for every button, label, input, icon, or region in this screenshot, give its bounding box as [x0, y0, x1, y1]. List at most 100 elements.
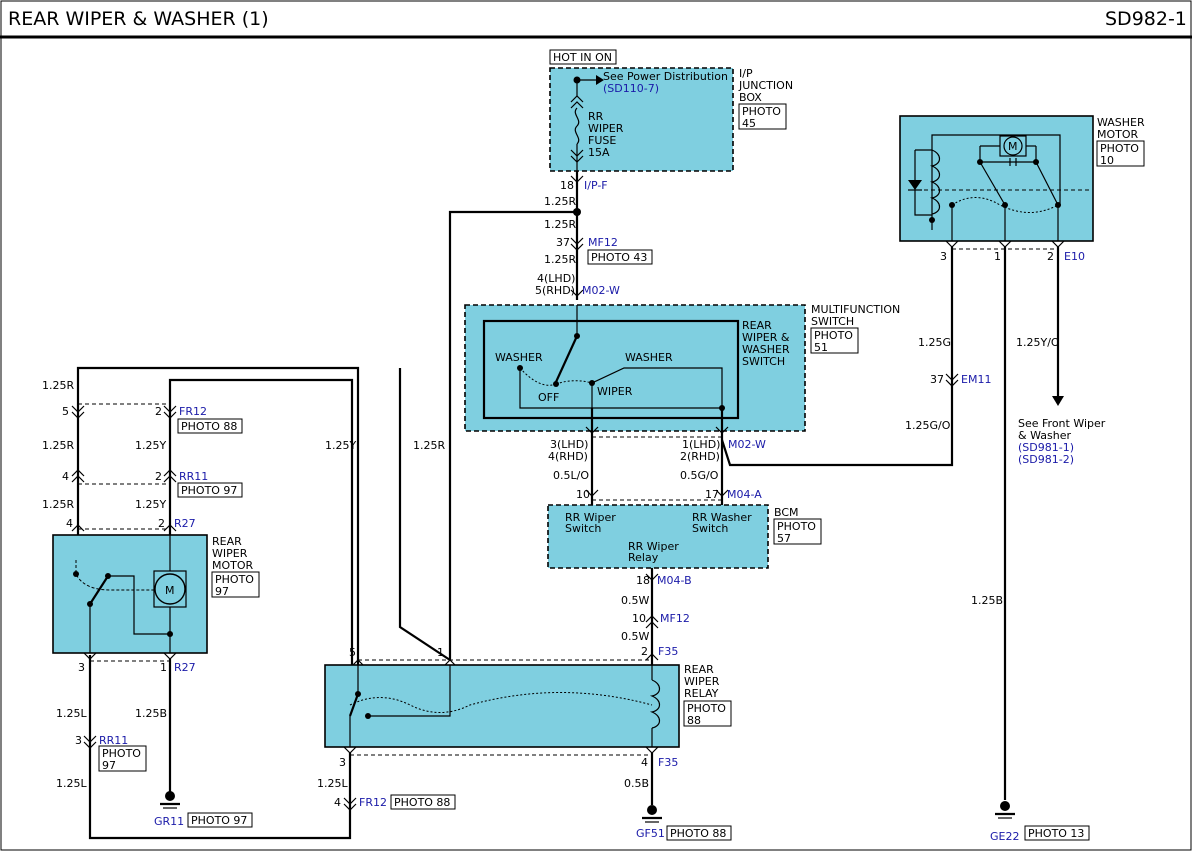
- hot-in-on-label: HOT IN ON: [553, 51, 612, 64]
- svg-text:0.5G/O: 0.5G/O: [680, 469, 719, 482]
- svg-text:3: 3: [78, 661, 85, 674]
- ground-gf51-icon: [642, 805, 662, 823]
- connector-m04-a[interactable]: M04-A: [727, 488, 762, 501]
- hot-in-on-box: [549, 49, 617, 65]
- svg-text:3(LHD): 3(LHD): [550, 438, 588, 451]
- svg-text:0.5L/O: 0.5L/O: [553, 469, 589, 482]
- svg-text:10: 10: [1100, 154, 1114, 167]
- svg-text:PHOTO 88: PHOTO 88: [181, 420, 237, 433]
- fuse-label-wiper: WIPER: [588, 122, 624, 135]
- svg-text:10: 10: [632, 612, 646, 625]
- jbox-photo-l1: PHOTO: [742, 105, 781, 118]
- connector-m02-w-bottom[interactable]: M02-W: [728, 438, 766, 451]
- ip-junction-box: HOT IN ON See Power Distribution (SD110-…: [549, 49, 793, 172]
- svg-text:1.25G: 1.25G: [918, 336, 951, 349]
- svg-text:& Washer: & Washer: [1018, 429, 1071, 442]
- connector-fr12-upper[interactable]: FR12: [179, 405, 207, 418]
- svg-text:WASHER: WASHER: [1097, 116, 1145, 129]
- connector-ip-f[interactable]: I/P-F: [584, 179, 608, 192]
- sd110-7-ref[interactable]: (SD110-7): [603, 82, 659, 95]
- jbox-label-ip: I/P: [739, 67, 753, 80]
- relay-coil-icon: [649, 679, 661, 729]
- svg-text:18: 18: [636, 574, 650, 587]
- rear-wiper-motor: M REAR WIPER MOTOR PHOTO 97 3 1 R27: [52, 534, 260, 674]
- svg-text:4: 4: [334, 796, 341, 809]
- rear-motor-icon: [154, 573, 186, 605]
- svg-text:3: 3: [75, 734, 82, 747]
- multifunction-switch: WASHER WASHER OFF WIPER REAR WIPER & WAS…: [464, 303, 900, 432]
- relay-contact: [348, 693, 360, 717]
- svg-text:WIPER: WIPER: [684, 675, 720, 688]
- svg-text:SWITCH: SWITCH: [811, 315, 854, 328]
- sd981-2-ref[interactable]: (SD981-2): [1018, 453, 1074, 466]
- svg-text:M: M: [1008, 140, 1018, 153]
- svg-text:4(RHD): 4(RHD): [548, 450, 588, 463]
- svg-text:1.25Y: 1.25Y: [135, 498, 166, 511]
- svg-text:PHOTO: PHOTO: [814, 329, 853, 342]
- ground-gr11[interactable]: GR11: [154, 815, 184, 828]
- switch-pos-washer-right: WASHER: [625, 351, 673, 364]
- connector-m02-w-top[interactable]: M02-W: [582, 284, 620, 297]
- ground-ge22[interactable]: GE22: [990, 830, 1019, 843]
- svg-text:2: 2: [155, 405, 162, 418]
- diagram-code: SD982-1: [1105, 8, 1187, 30]
- connector-r27-upper[interactable]: R27: [174, 517, 196, 530]
- fuse-label-rating: 15A: [588, 146, 610, 159]
- connector-f35-top[interactable]: F35: [658, 645, 678, 658]
- connector-mf12[interactable]: MF12: [588, 236, 618, 249]
- connector-em11[interactable]: EM11: [961, 373, 991, 386]
- connector-fr12-lower[interactable]: FR12: [359, 796, 387, 809]
- svg-text:97: 97: [215, 585, 229, 598]
- svg-text:1.25G/O: 1.25G/O: [905, 419, 951, 432]
- connector-m04-b[interactable]: M04-B: [657, 574, 692, 587]
- svg-text:4: 4: [62, 470, 69, 483]
- bcm-to-relay-wires: 18 M04-B 0.5W 10 MF12 0.5W 2 F35: [621, 568, 692, 665]
- svg-text:1.25R: 1.25R: [544, 195, 576, 208]
- washer-motor-icon: [1003, 136, 1023, 156]
- svg-text:M: M: [165, 584, 175, 597]
- svg-text:1.25R: 1.25R: [42, 379, 74, 392]
- svg-text:2: 2: [1047, 250, 1054, 263]
- svg-text:18: 18: [560, 179, 574, 192]
- svg-text:1.25Y: 1.25Y: [325, 439, 356, 452]
- svg-text:51: 51: [814, 341, 828, 354]
- svg-text:MOTOR: MOTOR: [1097, 128, 1139, 141]
- fuse-label-fuse: FUSE: [588, 134, 616, 147]
- washer-motor-wires: 1.25G 37 EM11 1.25G/O 1.25B GE22 PHOTO 1…: [905, 247, 1106, 843]
- svg-text:1.25L: 1.25L: [56, 777, 87, 790]
- svg-text:57: 57: [777, 532, 791, 545]
- connector-rr11-lower[interactable]: RR11: [99, 734, 128, 747]
- svg-text:2: 2: [641, 645, 648, 658]
- fuse-label-rr: RR: [588, 110, 604, 123]
- svg-text:1.25R: 1.25R: [413, 439, 445, 452]
- svg-text:Switch: Switch: [565, 522, 601, 535]
- rear-motor-lower-wires: 1.25L 1.25B 3 RR11 PHOTO 97 1.25L GR11 P…: [56, 659, 253, 828]
- svg-text:3: 3: [339, 756, 346, 769]
- svg-text:SWITCH: SWITCH: [742, 355, 785, 368]
- svg-text:1: 1: [994, 250, 1001, 263]
- connector-r27-lower[interactable]: R27: [174, 661, 196, 674]
- svg-text:MOTOR: MOTOR: [212, 559, 254, 572]
- svg-text:1.25Y/O: 1.25Y/O: [1016, 336, 1060, 349]
- svg-text:1.25R: 1.25R: [42, 439, 74, 452]
- sd981-1-ref[interactable]: (SD981-1): [1018, 441, 1074, 454]
- connector-e10[interactable]: E10: [1064, 250, 1085, 263]
- svg-text:3: 3: [940, 250, 947, 263]
- svg-text:0.5W: 0.5W: [621, 594, 649, 607]
- svg-text:5(RHD): 5(RHD): [535, 284, 575, 297]
- connector-mf12-lower[interactable]: MF12: [660, 612, 690, 625]
- svg-text:2: 2: [158, 517, 165, 530]
- left-connectors: 1.25R 5 2 FR12 PHOTO 88 1.25R 1.25Y 4 2 …: [42, 379, 243, 532]
- connector-rr11-upper[interactable]: RR11: [179, 470, 208, 483]
- svg-text:RR Wiper: RR Wiper: [628, 540, 679, 553]
- svg-text:WIPER &: WIPER &: [742, 331, 790, 344]
- svg-text:PHOTO 97: PHOTO 97: [181, 484, 237, 497]
- ground-gf51[interactable]: GF51: [636, 827, 665, 840]
- junction-box-body: [549, 67, 734, 172]
- svg-text:PHOTO: PHOTO: [687, 702, 726, 715]
- connector-f35-bottom[interactable]: F35: [658, 756, 678, 769]
- svg-text:PHOTO: PHOTO: [777, 520, 816, 533]
- svg-text:PHOTO: PHOTO: [1100, 142, 1139, 155]
